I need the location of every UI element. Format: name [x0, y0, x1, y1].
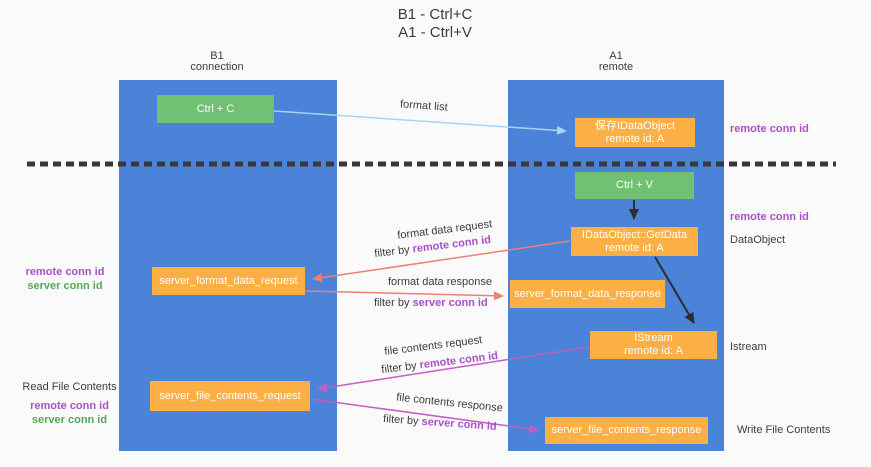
getdata-line1: IDataObject::GetData	[581, 228, 688, 241]
remote-conn-id-text: remote conn id	[418, 349, 499, 372]
server-format-data-request-box: server_format_data_request	[152, 267, 305, 295]
right-column-header: A1 remote	[566, 51, 666, 73]
server-file-contents-request-box: server_file_contents_request	[150, 381, 310, 411]
dataobject-annotation: DataObject	[730, 234, 786, 246]
istream-line2: remote id: A	[624, 345, 683, 357]
server-conn-id-annotation-left1: server conn id	[27, 280, 103, 292]
server-format-data-response-label: server_format_data_response	[514, 287, 661, 300]
left-column-name: B1	[210, 50, 224, 62]
format-data-response-filter-label: filter by server conn id	[374, 297, 488, 309]
istream-annotation: Istream	[730, 341, 767, 353]
remote-conn-id-annotation-mid: remote conn id	[730, 211, 809, 223]
right-column-name: A1	[609, 50, 623, 62]
remote-conn-id-annotation-top: remote conn id	[730, 123, 809, 135]
ctrl-v-label: Ctrl + V	[616, 179, 653, 191]
server-conn-id-annotation-left2: server conn id	[31, 414, 108, 426]
filter-by-text: filter by	[380, 359, 421, 377]
format-request-conn-id-group: remote conn id server conn id	[15, 265, 115, 293]
server-file-contents-response-label: server_file_contents_response	[551, 424, 702, 436]
server-format-data-request-label: server_format_data_request	[159, 274, 298, 287]
save-idataobject-box: 保存IDataObject remote id: A	[575, 118, 695, 147]
server-format-data-response-box: server_format_data_response	[510, 280, 665, 308]
server-file-contents-response-box: server_file_contents_response	[545, 417, 708, 444]
remote-conn-id-annotation-left2: remote conn id	[30, 400, 109, 412]
server-conn-id-text: server conn id	[412, 297, 488, 309]
left-column-header: B1 connection	[167, 51, 267, 73]
file-request-conn-id-group: Read File Contents remote conn id server…	[17, 380, 122, 427]
format-data-request-filter-label: filter by remote conn id	[374, 234, 492, 260]
filter-by-text: filter by	[373, 243, 414, 261]
istream-line1: IStream	[634, 332, 673, 344]
getdata-line2: remote id: A	[605, 241, 664, 254]
save-idataobject-line2: remote id: A	[605, 132, 665, 145]
idataobject-getdata-box: IDataObject::GetData remote id: A	[571, 227, 698, 256]
right-column-role: remote	[598, 61, 634, 73]
server-file-contents-request-label: server_file_contents_request	[159, 389, 301, 402]
format-list-label: format list	[399, 98, 449, 114]
server-conn-id-text: server conn id	[421, 415, 497, 433]
ctrl-c-box: Ctrl + C	[157, 95, 274, 123]
filter-by-text: filter by	[382, 413, 422, 428]
write-file-contents-annotation: Write File Contents	[737, 424, 831, 436]
ctrl-c-label: Ctrl + C	[196, 102, 235, 115]
title-line-1: B1 - Ctrl+C	[397, 6, 473, 23]
ctrl-v-box: Ctrl + V	[575, 172, 694, 199]
file-contents-response-label: file contents response	[395, 391, 504, 415]
read-file-contents-annotation: Read File Contents	[22, 381, 117, 393]
diagram-title: B1 - Ctrl+C A1 - Ctrl+V	[310, 6, 560, 42]
format-data-response-label: format data response	[388, 276, 492, 288]
left-column-role: connection	[190, 61, 244, 73]
file-contents-response-filter-label: filter by server conn id	[383, 413, 497, 433]
remote-conn-id-annotation-left1: remote conn id	[25, 266, 105, 278]
istream-box: IStream remote id: A	[590, 331, 717, 359]
save-idataobject-line1: 保存IDataObject	[594, 119, 676, 132]
title-line-2: A1 - Ctrl+V	[398, 24, 472, 41]
filter-by-text: filter by	[374, 297, 413, 309]
